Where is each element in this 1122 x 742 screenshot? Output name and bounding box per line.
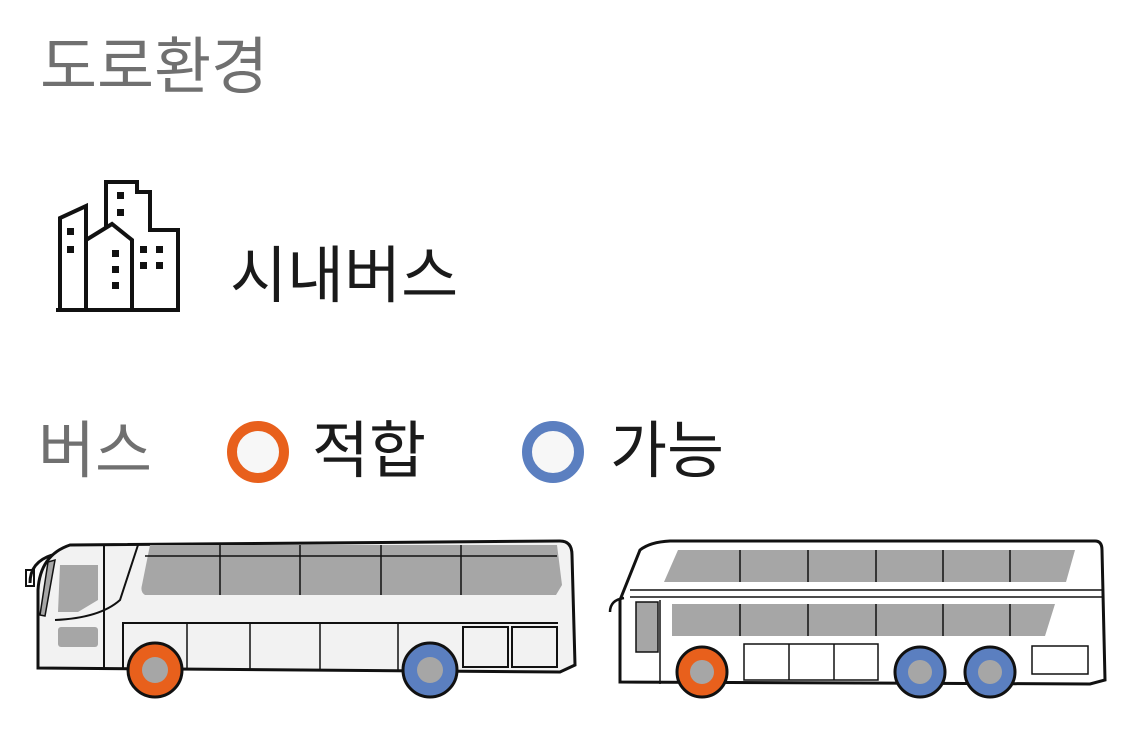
legend-bus-label: 버스 [38,414,153,487]
legend-possible: 가능 [610,414,725,487]
city-buildings-icon [56,180,180,312]
possible-ring-icon [522,421,584,483]
environment-label: 시내버스 [230,239,459,312]
single-deck-bus [25,539,577,699]
legend-suitable: 적합 [312,414,427,487]
double-deck-bus [608,539,1107,699]
page-title: 도로환경 [40,30,269,103]
suitable-ring-icon [227,421,289,483]
